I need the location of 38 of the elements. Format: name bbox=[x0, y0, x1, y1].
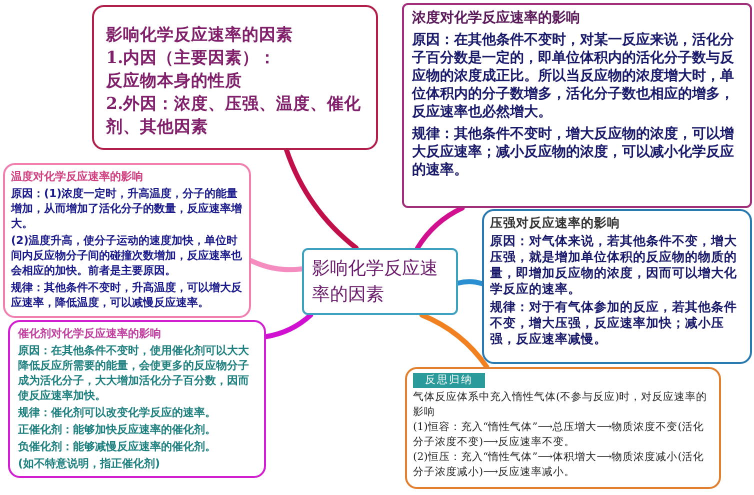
paragraph: 原因：对气体来说，若其他条件不变，增大压强，就是增加单位体积的反应物的物质的量，即增加反应物的浓度，因而可以增大化学反应的速率。 bbox=[490, 233, 738, 297]
summary-card bbox=[405, 367, 721, 489]
topic-card bbox=[482, 209, 752, 364]
paragraph: 反应物本身的性质 bbox=[106, 70, 243, 92]
paragraph: 原因：(1)浓度一定时，升高温度，分子的能量增加，从而增加了活化分子的数量，反应速率增大。 bbox=[11, 186, 243, 231]
paragraph: 2.外因：浓度、压强、温度、催化剂、其他因素 bbox=[106, 93, 362, 138]
paragraph: (1)恒容：充入“惰性气体”⟶总压增大⟶物质浓度不变(活化分子浓度不变)⟶反应速率不变。 bbox=[413, 420, 705, 450]
topic-card bbox=[92, 5, 378, 150]
paragraph: 原因：在其他条件不变时，使用催化剂可以大大降低反应所需要的能量，会使更多的反应物分子成为活化分子，大大增加活化分子百分数，因而使反应速率加快。 bbox=[18, 343, 250, 403]
branch-line bbox=[419, 312, 490, 370]
paragraph: 正催化剂：能够加快反应速率的催化剂。 bbox=[18, 422, 217, 437]
paragraph: 1.内因（主要因素）： bbox=[106, 47, 278, 69]
paragraph: (2)温度升高，使分子运动的速度加快，单位时间内反应物分子间的碰撞次数增加，反应速率也会相应的加快。前者是主要原因。 bbox=[11, 233, 243, 278]
paragraph: 规律：其他条件不变时，升高温度，可以增大反应速率，降低温度，可以减慢反应速率。 bbox=[11, 280, 243, 310]
branch-line bbox=[415, 206, 465, 250]
central-topic-box bbox=[302, 248, 458, 315]
paragraph: 气体反应体系中充入惰性气体(不参与反应)时，对反应速率的影响 bbox=[413, 390, 708, 420]
heading: 催化剂对化学反应速率的影响 bbox=[18, 327, 161, 340]
paragraph: (如不特意说明，指正催化剂) bbox=[18, 456, 162, 471]
heading: 影响化学反应速率的因素 bbox=[312, 258, 438, 304]
heading: 影响化学反应速率的因素 bbox=[106, 25, 293, 44]
paragraph: 原因：在其他条件不变时，对某一反应来说，活化分子百分数是一定的，即单位体积内的活化分子数与反应物的浓度成正比。所以当反应物的浓度增大时，单位体积内的分子数增多，活化分子数也相应的增多，反应速率也必然增大。 bbox=[412, 31, 735, 121]
topic-card bbox=[8, 320, 266, 478]
heading: 浓度对化学反应速率的影响 bbox=[412, 10, 580, 26]
topic-card bbox=[3, 163, 251, 318]
heading: 温度对化学反应速率的影响 bbox=[11, 170, 143, 183]
heading: 反思归纳 bbox=[413, 373, 486, 388]
branch-line bbox=[248, 258, 304, 272]
heading: 压强对反应速率的影响 bbox=[490, 215, 620, 230]
branch-line bbox=[456, 279, 484, 286]
paragraph: 规律：催化剂可以改变化学反应的速率。 bbox=[18, 405, 217, 420]
paragraph: 规律：对于有气体参加的反应，若其他条件不变，增大压强，反应速率加快；减小压强，反应速率减慢。 bbox=[490, 299, 738, 347]
topic-card bbox=[402, 3, 752, 208]
paragraph: 负催化剂：能够减慢反应速率的催化剂。 bbox=[18, 439, 217, 454]
branch-line bbox=[264, 312, 314, 340]
paragraph: (2)恒压：充入“惰性气体”⟶体积增大⟶物质浓度减小(活化分子浓度减小)⟶反应速率减小。 bbox=[413, 450, 705, 480]
branch-line bbox=[284, 148, 359, 250]
paragraph: 规律：其他条件不变时，增大反应物的浓度，可以增大反应速率；减小反应物的浓度，可以减小化学反应的速率。 bbox=[412, 125, 735, 179]
